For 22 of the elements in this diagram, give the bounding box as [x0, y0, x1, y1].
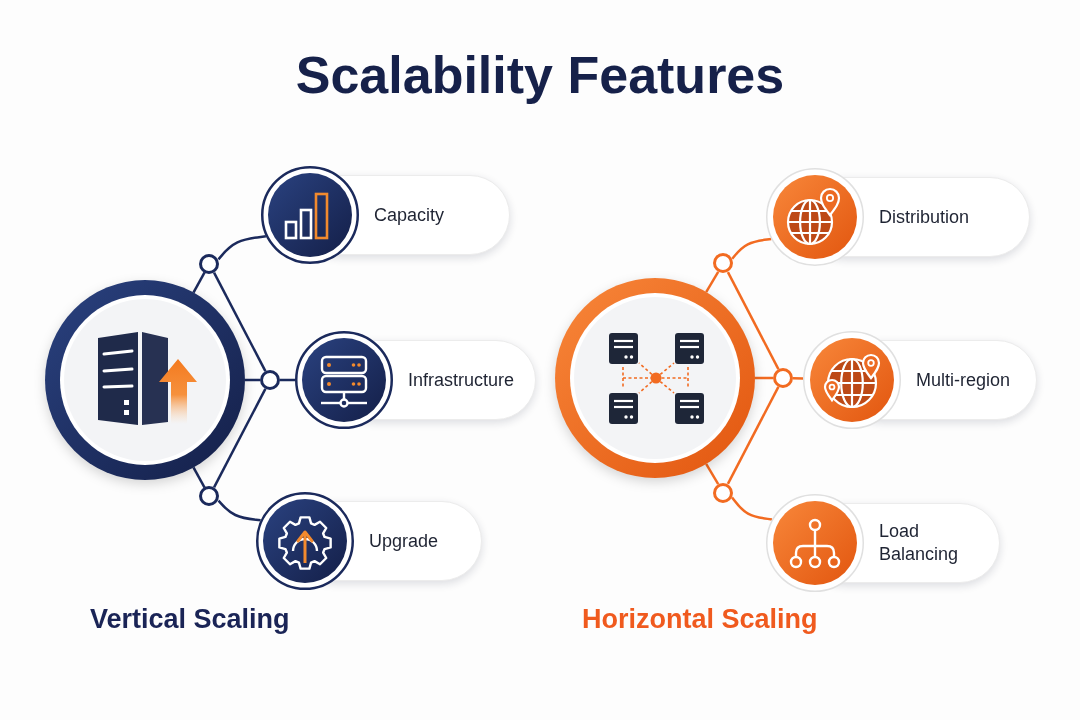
feature-label: Distribution	[879, 205, 970, 229]
feature-label: Multi-region	[916, 368, 1011, 392]
connector-line	[731, 496, 773, 521]
connector-line	[217, 499, 261, 522]
section-heading: Horizontal Scaling	[582, 603, 818, 635]
connector-line	[705, 463, 720, 485]
feature-label: Capacity	[374, 203, 445, 227]
connector-line	[705, 271, 720, 293]
feature-label: Load Balancing	[879, 520, 960, 566]
connector-line	[726, 271, 780, 370]
connector-line	[212, 271, 267, 372]
connector-line	[192, 271, 206, 294]
section-heading: Vertical Scaling	[90, 603, 290, 635]
connector-line	[217, 235, 267, 261]
feature-label: Infrastructure	[408, 368, 515, 392]
connector-line	[192, 466, 206, 489]
diagram-title: Scalability Features	[295, 45, 785, 106]
connector-line	[792, 377, 804, 380]
feature-label: Upgrade	[369, 529, 439, 553]
connector-line	[212, 388, 267, 489]
connector-line	[726, 386, 780, 485]
connector-line	[731, 237, 772, 260]
